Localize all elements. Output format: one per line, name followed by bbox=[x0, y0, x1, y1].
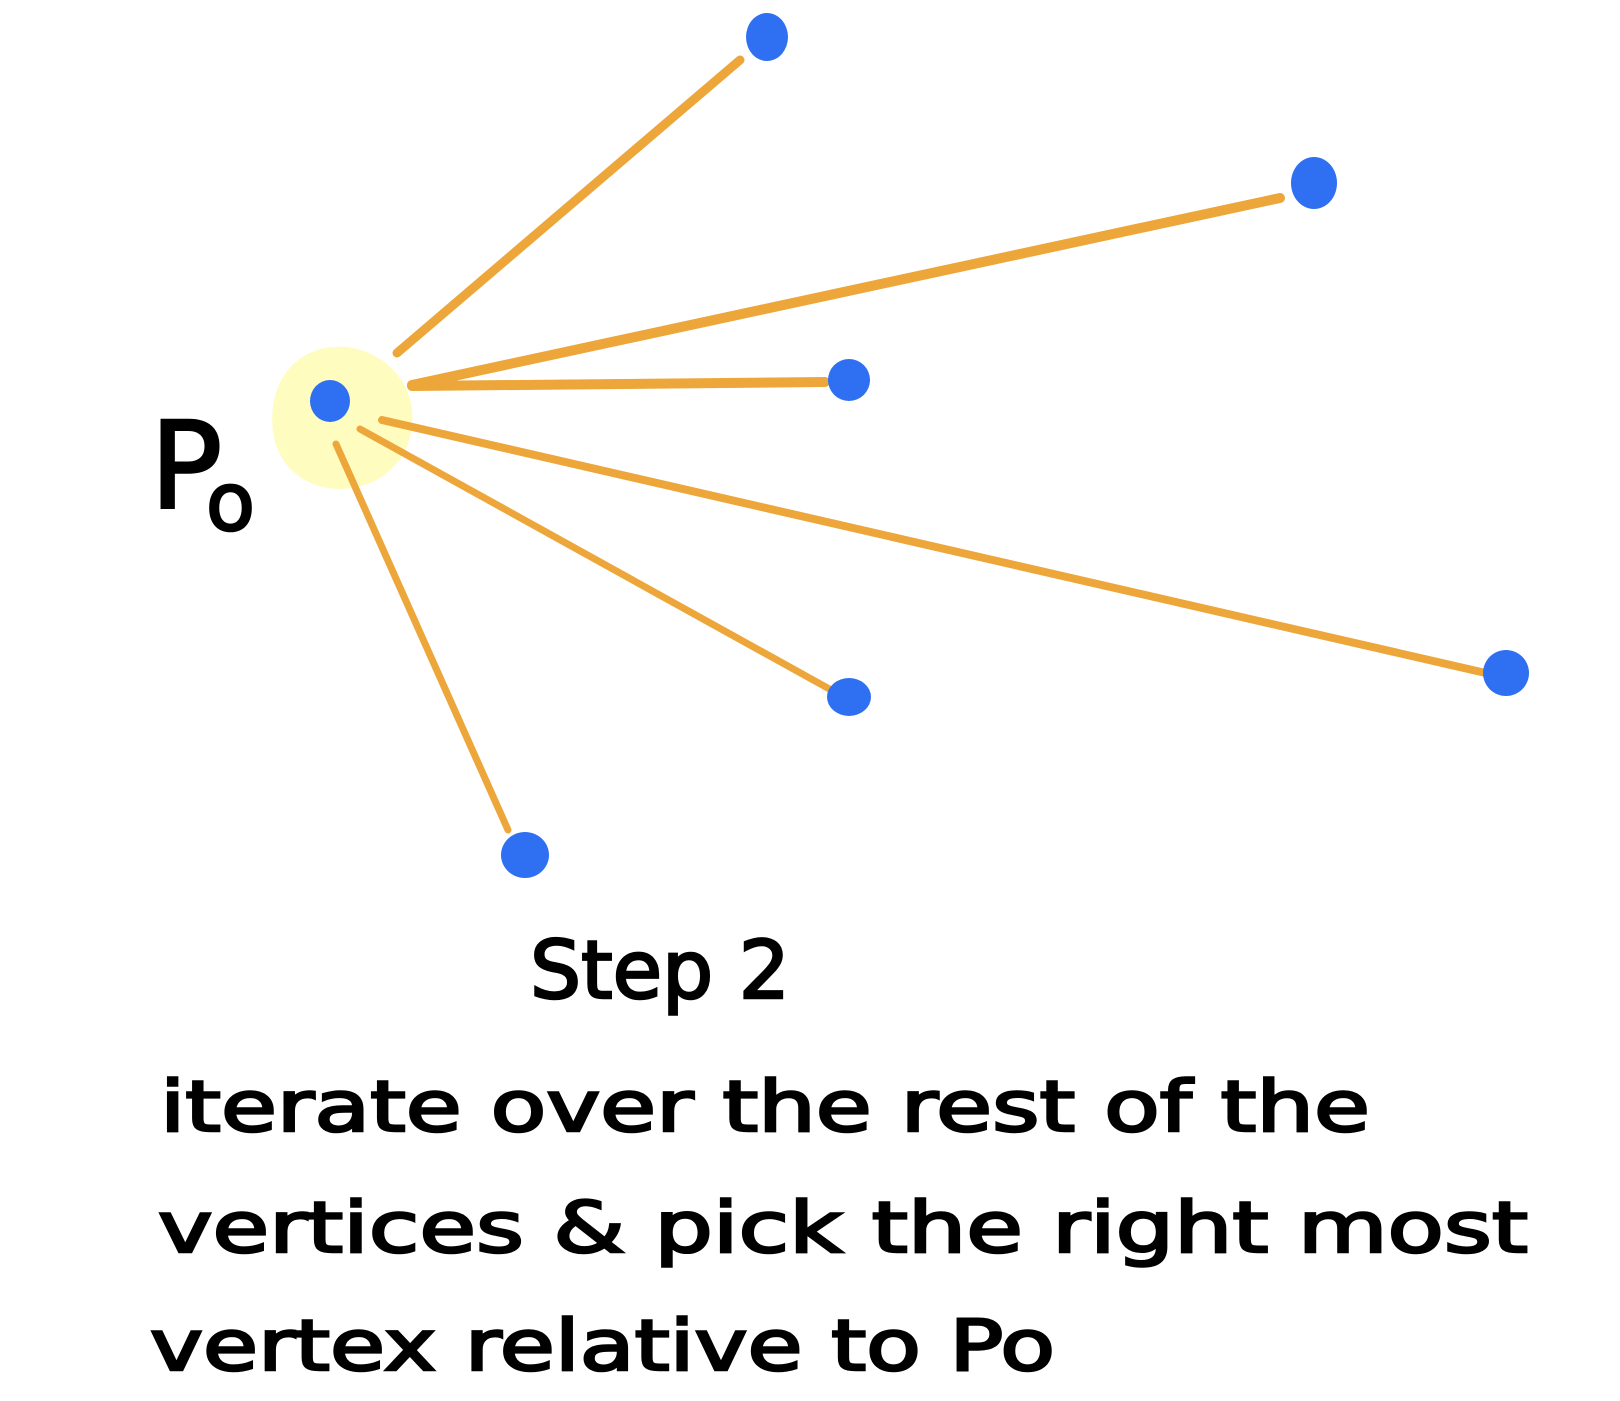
description-line-1: iterate over the rest of the bbox=[160, 1066, 1370, 1148]
vertex-far-right bbox=[1483, 650, 1529, 696]
edge-to-vertex-lower-middle bbox=[356, 425, 846, 700]
description-line-3: vertex relative to Po bbox=[150, 1305, 1055, 1387]
edge-to-vertex-upper-right bbox=[407, 193, 1285, 390]
origin-label: P o bbox=[149, 397, 256, 551]
origin-highlight bbox=[272, 346, 413, 489]
origin-label-letter: P bbox=[150, 398, 222, 537]
vertex-upper-right bbox=[1291, 157, 1337, 209]
description-line-2: vertices & pick the right most bbox=[158, 1187, 1528, 1269]
edge-group bbox=[332, 55, 1494, 834]
edge-to-vertex-bottom bbox=[332, 440, 512, 834]
step-description: iterate over the rest of the vertices & … bbox=[149, 1065, 1530, 1389]
origin-label-subscript: o bbox=[206, 456, 255, 549]
vertex-group bbox=[310, 13, 1529, 878]
edge-to-vertex-far-right bbox=[378, 416, 1494, 678]
vertex-origin-p0 bbox=[310, 380, 350, 422]
edge-to-vertex-middle-right bbox=[407, 377, 830, 391]
vertex-lower-middle bbox=[827, 678, 871, 716]
vertex-middle-right bbox=[828, 359, 870, 401]
step-title: Step 2 bbox=[530, 924, 790, 1017]
vertex-bottom bbox=[501, 832, 549, 878]
vertex-top bbox=[746, 13, 788, 61]
edge-to-vertex-top bbox=[392, 55, 745, 358]
